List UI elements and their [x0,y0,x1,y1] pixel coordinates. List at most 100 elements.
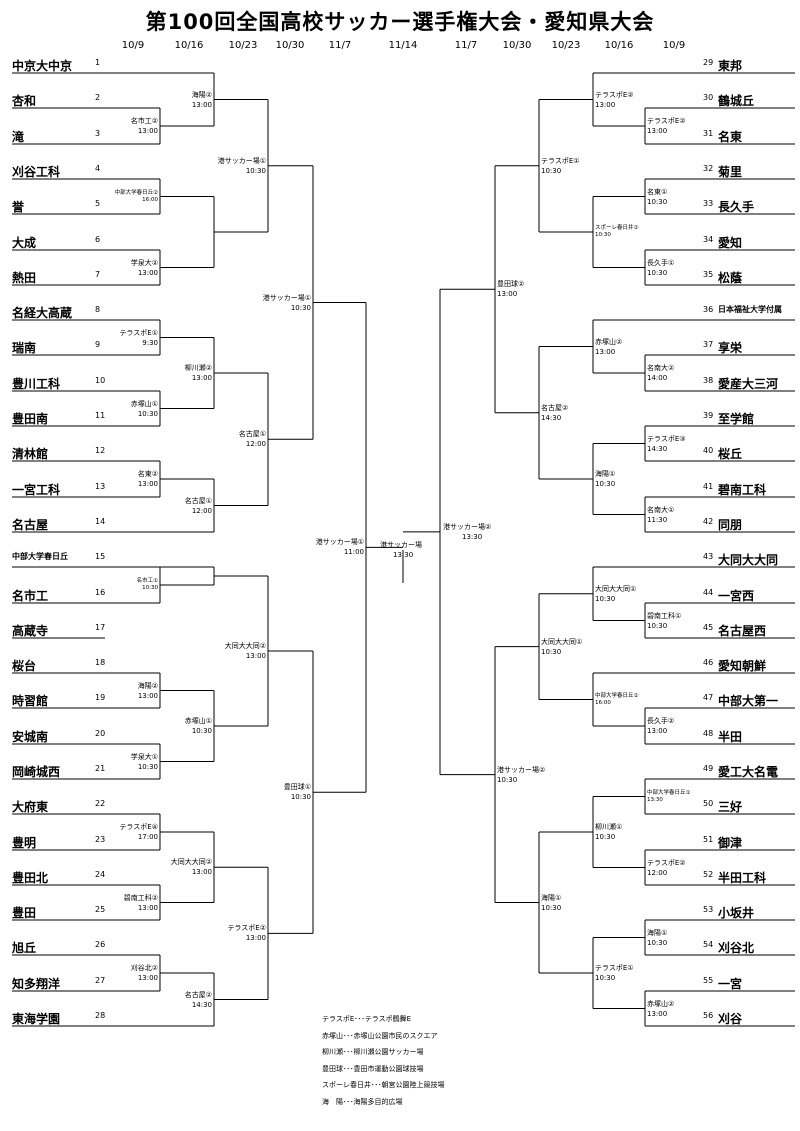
team-number: 40 [703,446,714,455]
team-name: 一宮工科 [12,483,61,497]
match-venue: 海陽② [137,681,158,690]
match-time: 13:00 [595,347,616,356]
match-time: 13:00 [245,934,266,943]
match-venue: テラスポE① [595,964,634,972]
team-number: 28 [95,1011,106,1020]
team-number: 19 [95,693,106,702]
team-number: 23 [95,835,106,844]
team-number: 22 [95,799,106,808]
team-name: 鶴城丘 [718,94,755,108]
team-number: 35 [703,270,714,279]
match-venue: 中部大学春日丘② [114,189,158,196]
team-name: 享栄 [718,341,743,355]
match-time: 13:00 [137,691,158,700]
match-time: 14:30 [541,413,562,422]
final-venue: 港サッカー場 [380,540,422,549]
match-venue: 名南大② [647,364,675,372]
team-number: 55 [703,976,714,985]
match-time: 13:00 [245,652,266,660]
match-venue: 大同大大同① [595,584,637,593]
team-number: 48 [703,729,714,738]
team-name: 御津 [718,836,743,850]
team-name: 小坂井 [718,906,755,920]
team-name: 大府東 [12,800,49,814]
match-venue: 港サッカー場① [217,156,266,165]
team-name: 桜台 [12,659,37,673]
match-time: 13:00 [647,1009,668,1018]
team-number: 15 [95,552,106,561]
team-number: 24 [95,870,106,879]
team-number: 54 [703,940,714,949]
team-name: 碧南工科 [718,483,767,497]
team-name: 愛知 [718,236,743,250]
team-name: 菊里 [718,165,743,179]
team-name: 半田工科 [718,871,767,885]
team-name: 愛工大名電 [718,765,779,779]
match-time: 10:30 [541,166,562,175]
team-number: 31 [703,129,714,138]
team-number: 56 [703,1011,714,1020]
match-time: 10:30 [647,197,668,206]
round-date: 10/9 [121,40,145,51]
round-date: 10/30 [275,40,305,51]
match-venue: 刈谷北② [130,964,158,972]
match-time: 10:30 [191,727,212,735]
team-name: 豊川工科 [12,377,61,391]
team-number: 37 [703,340,714,349]
match-time: 10:30 [142,585,158,591]
match-venue: 碧南工科① [647,611,682,620]
team-name: 愛知朝鮮 [718,659,767,673]
team-number: 39 [703,411,714,420]
round-date: 10/9 [662,40,686,51]
team-name: 刈谷北 [718,941,755,955]
team-name: 大同大大同 [718,553,779,567]
team-number: 7 [95,270,101,279]
legend-line: 赤塚山･･･赤塚山公園市民のスクエア [322,1031,438,1040]
team-name: 名古屋西 [718,624,767,638]
team-name: 同朋 [718,518,743,532]
match-venue: 碧南工科② [123,893,158,902]
team-name: 豊田 [12,906,37,920]
match-time: 16:00 [595,699,611,706]
match-venue: 海陽① [647,928,668,937]
round-date: 10/16 [604,40,634,51]
team-name: 豊田北 [12,871,49,885]
match-venue: 名東② [137,470,158,478]
match-time: 14:30 [191,1000,212,1009]
team-number: 50 [703,799,714,808]
match-time: 10:30 [595,974,616,982]
match-venue: 海陽① [595,470,616,478]
match-venue: 学泉大① [130,752,158,761]
legend-line: テラスポE･･･テラスポ鶴舞E [322,1015,412,1023]
match-time: 12:00 [191,506,212,515]
match-time: 10:30 [595,594,616,603]
match-time: 9:30 [142,338,158,347]
match-time: 12:00 [647,868,668,877]
match-venue: 名南大① [647,505,675,514]
team-name: 岡崎城西 [12,765,61,779]
match-time: 13:00 [191,100,212,109]
match-venue: 港サッカー場② [497,765,546,774]
match-venue: 名古屋① [184,496,212,505]
team-name: 名古屋 [12,518,49,532]
team-number: 46 [703,658,714,667]
team-name: 熱田 [12,271,37,285]
team-number: 41 [703,482,714,491]
team-number: 43 [703,552,714,561]
team-name: 中京大中京 [12,59,73,73]
legend-line: 海 陽･･･海陽多目的広場 [322,1097,403,1106]
legend-line: 柳川瀬･･･柳川瀬公園サッカー場 [322,1048,424,1056]
team-number: 4 [95,164,101,173]
match-time: 13:00 [497,290,518,299]
match-venue: テラスポE③ [647,434,686,443]
match-venue: 港サッカー場① [262,293,311,302]
team-number: 49 [703,764,714,773]
team-name: 長久手 [718,200,755,214]
round-date: 11/7 [328,40,352,51]
team-name: 滝 [12,130,25,144]
round-date: 11/14 [388,40,418,51]
match-time: 10:30 [647,938,668,947]
match-venue: 学泉大② [130,258,158,267]
match-time: 10:30 [541,903,562,912]
